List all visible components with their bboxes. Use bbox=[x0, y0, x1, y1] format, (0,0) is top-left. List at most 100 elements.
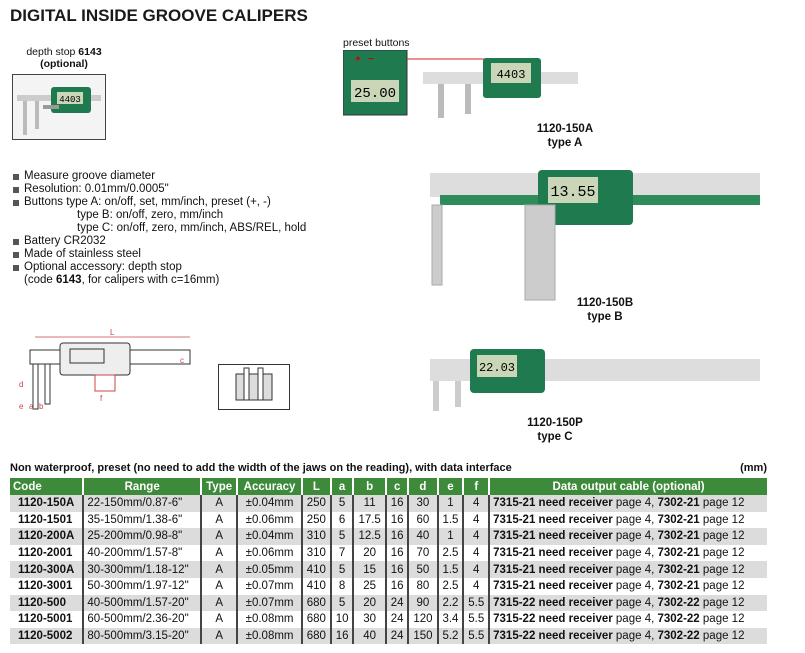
table-cell: ±0.05mm bbox=[236, 561, 302, 578]
cable-text: 7315-21 bbox=[493, 497, 536, 510]
table-cell: 22-150mm/0.87-6" bbox=[82, 495, 201, 512]
unit-label: (mm) bbox=[740, 462, 767, 474]
cable-text: 7315-21 bbox=[493, 547, 536, 560]
cable-text: 7302-21 bbox=[657, 497, 700, 510]
cable-text: 7315-22 bbox=[493, 630, 536, 643]
table-cell: 680 bbox=[300, 627, 331, 645]
preset-buttons-label: preset buttons bbox=[343, 37, 410, 49]
table-cell: A bbox=[199, 594, 238, 612]
cable-text: need receiver bbox=[535, 530, 613, 543]
table-cell: 5.2 bbox=[436, 627, 464, 645]
accessory-note: (code 6143, for calipers with c=16mm) bbox=[12, 274, 306, 287]
plus-label: + bbox=[355, 54, 361, 65]
dim-label-a: a bbox=[29, 402, 34, 411]
table-cell: 50 bbox=[407, 561, 438, 578]
feature-item: Made of stainless steel bbox=[12, 248, 306, 261]
cable-cell: 7315-21 need receiver page 4, 7302-21 pa… bbox=[488, 561, 767, 578]
type-c-display: 22.03 bbox=[479, 361, 515, 375]
cable-cell: 7315-21 need receiver page 4, 7302-21 pa… bbox=[488, 544, 767, 562]
table-cell: 310 bbox=[300, 528, 331, 545]
table-cell: 7 bbox=[329, 544, 354, 562]
feature-item: Battery CR2032 bbox=[12, 235, 306, 248]
column-header: c bbox=[384, 478, 409, 495]
cable-text: page 12 bbox=[699, 613, 745, 626]
table-cell: 2.2 bbox=[436, 594, 464, 612]
table-cell: 1 bbox=[436, 495, 464, 512]
column-header: Code bbox=[10, 478, 84, 495]
cable-text: need receiver bbox=[535, 547, 613, 560]
feature-item: Optional accessory: depth stop bbox=[12, 261, 306, 274]
feature-item: Resolution: 0.01mm/0.0005" bbox=[12, 183, 306, 196]
caption-text: Non waterproof, preset (no need to add t… bbox=[10, 462, 512, 474]
model-type: type C bbox=[537, 431, 573, 443]
feature-item: type B: on/off, zero, mm/inch bbox=[77, 209, 224, 221]
cable-text: 7302-22 bbox=[657, 596, 700, 609]
table-cell: 11 bbox=[352, 495, 386, 512]
table-cell: 5 bbox=[329, 495, 354, 512]
table-cell: 250 bbox=[300, 495, 331, 512]
caliper-type-a-photo: + − 25.00 4403 bbox=[343, 50, 578, 118]
table-cell: 50-300mm/1.97-12" bbox=[82, 577, 201, 595]
table-cell: A bbox=[199, 577, 238, 595]
caliper-type-b-photo: 13.55 bbox=[430, 170, 760, 301]
table-cell: 310 bbox=[300, 544, 331, 562]
cable-text: page 12 bbox=[699, 580, 745, 593]
table-cell: 4 bbox=[462, 495, 490, 512]
table-cell: 680 bbox=[300, 594, 331, 612]
table-cell: 1120-150A bbox=[10, 495, 84, 512]
table-cell: ±0.07mm bbox=[236, 594, 302, 612]
cable-text: 7302-22 bbox=[657, 630, 700, 643]
table-cell: 1120-5001 bbox=[10, 611, 84, 628]
table-cell: 16 bbox=[384, 495, 409, 512]
cable-text: page 4, bbox=[612, 513, 658, 526]
dim-label-b: b bbox=[39, 402, 44, 411]
cable-text: 7315-21 bbox=[493, 580, 536, 593]
table-cell: ±0.04mm bbox=[236, 495, 302, 512]
table-cell: 90 bbox=[407, 594, 438, 612]
table-cell: 25 bbox=[352, 577, 386, 595]
depth-stop-text: depth stop bbox=[26, 46, 76, 58]
table-cell: 1120-500 bbox=[10, 594, 84, 612]
table-cell: ±0.04mm bbox=[236, 528, 302, 545]
table-cell: 1120-300A bbox=[10, 561, 84, 578]
cable-text: 7302-21 bbox=[657, 530, 700, 543]
table-cell: 20 bbox=[352, 594, 386, 612]
cable-cell: 7315-22 need receiver page 4, 7302-22 pa… bbox=[488, 594, 767, 612]
table-cell: 20 bbox=[352, 544, 386, 562]
table-cell: 60-500mm/2.36-20" bbox=[82, 611, 201, 628]
preset-display: 25.00 bbox=[354, 86, 396, 102]
caliper-type-c-photo: 22.03 bbox=[430, 349, 760, 411]
cable-cell: 7315-21 need receiver page 4, 7302-21 pa… bbox=[488, 528, 767, 545]
cable-cell: 7315-21 need receiver page 4, 7302-21 pa… bbox=[488, 495, 767, 512]
cable-text: need receiver bbox=[535, 580, 613, 593]
cable-text: need receiver bbox=[535, 513, 613, 526]
cable-text: page 4, bbox=[612, 596, 658, 609]
cable-text: page 4, bbox=[612, 630, 658, 643]
table-cell: 5.5 bbox=[462, 611, 490, 628]
cable-text: page 12 bbox=[699, 563, 745, 576]
dim-label-c: c bbox=[180, 356, 184, 365]
table-cell: 30 bbox=[352, 611, 386, 628]
table-cell: A bbox=[199, 528, 238, 545]
cable-text: need receiver bbox=[535, 613, 613, 626]
table-cell: 150 bbox=[407, 627, 438, 645]
cable-text: page 4, bbox=[612, 613, 658, 626]
cable-text: page 4, bbox=[612, 580, 658, 593]
note-pre: (code bbox=[24, 274, 56, 286]
note-post: , for calipers with c=16mm) bbox=[81, 274, 220, 286]
cable-text: 7302-22 bbox=[657, 613, 700, 626]
feature-item: type C: on/off, zero, mm/inch, ABS/REL, … bbox=[77, 222, 307, 234]
column-header: Data output cable (optional) bbox=[488, 478, 767, 495]
table-cell: 80 bbox=[407, 577, 438, 595]
table-caption: Non waterproof, preset (no need to add t… bbox=[10, 462, 767, 474]
table-cell: 4 bbox=[462, 561, 490, 578]
cable-text: page 12 bbox=[699, 596, 745, 609]
